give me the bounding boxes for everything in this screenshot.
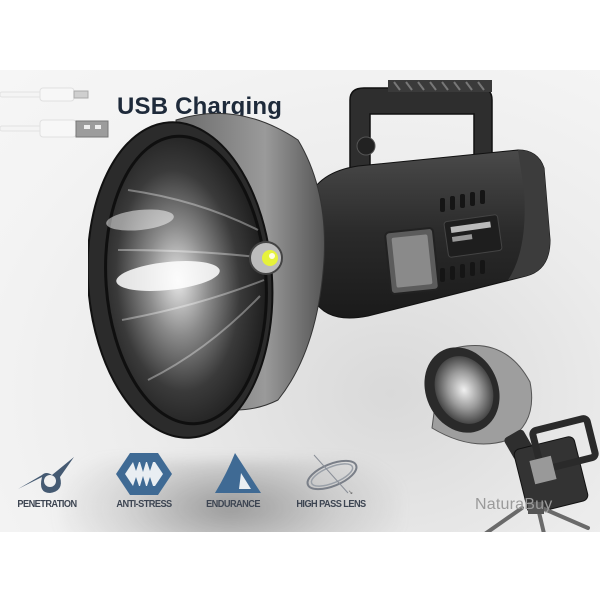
feature-high-pass-lens: ↘ HIGH PASS LENS bbox=[281, 453, 381, 510]
feature-label: ANTI-STRESS bbox=[116, 499, 172, 510]
feature-label: HIGH PASS LENS bbox=[296, 499, 366, 510]
feature-anti-stress: ANTI-STRESS bbox=[94, 453, 194, 510]
feature-penetration: PENETRATION bbox=[0, 453, 97, 510]
usb-cable-icon bbox=[0, 87, 109, 138]
feature-endurance: ENDURANCE bbox=[183, 453, 283, 510]
flashlight-main-image bbox=[88, 80, 551, 439]
naturabuy-watermark: NaturaBuy bbox=[475, 496, 553, 513]
penetration-icon bbox=[18, 457, 74, 493]
feature-icons-row: PENETRATION ANTI-STRESS ENDURANCE bbox=[0, 450, 400, 530]
product-image-canvas: USB Charging bbox=[0, 70, 600, 532]
feature-label: ENDURANCE bbox=[206, 499, 260, 510]
svg-text:↘: ↘ bbox=[348, 490, 353, 495]
flashlight-tripod-image bbox=[424, 345, 599, 532]
anti-stress-icon bbox=[116, 453, 172, 495]
endurance-icon bbox=[215, 453, 261, 493]
high-pass-lens-icon: ↘ bbox=[306, 454, 358, 495]
feature-label: PENETRATION bbox=[17, 499, 77, 510]
